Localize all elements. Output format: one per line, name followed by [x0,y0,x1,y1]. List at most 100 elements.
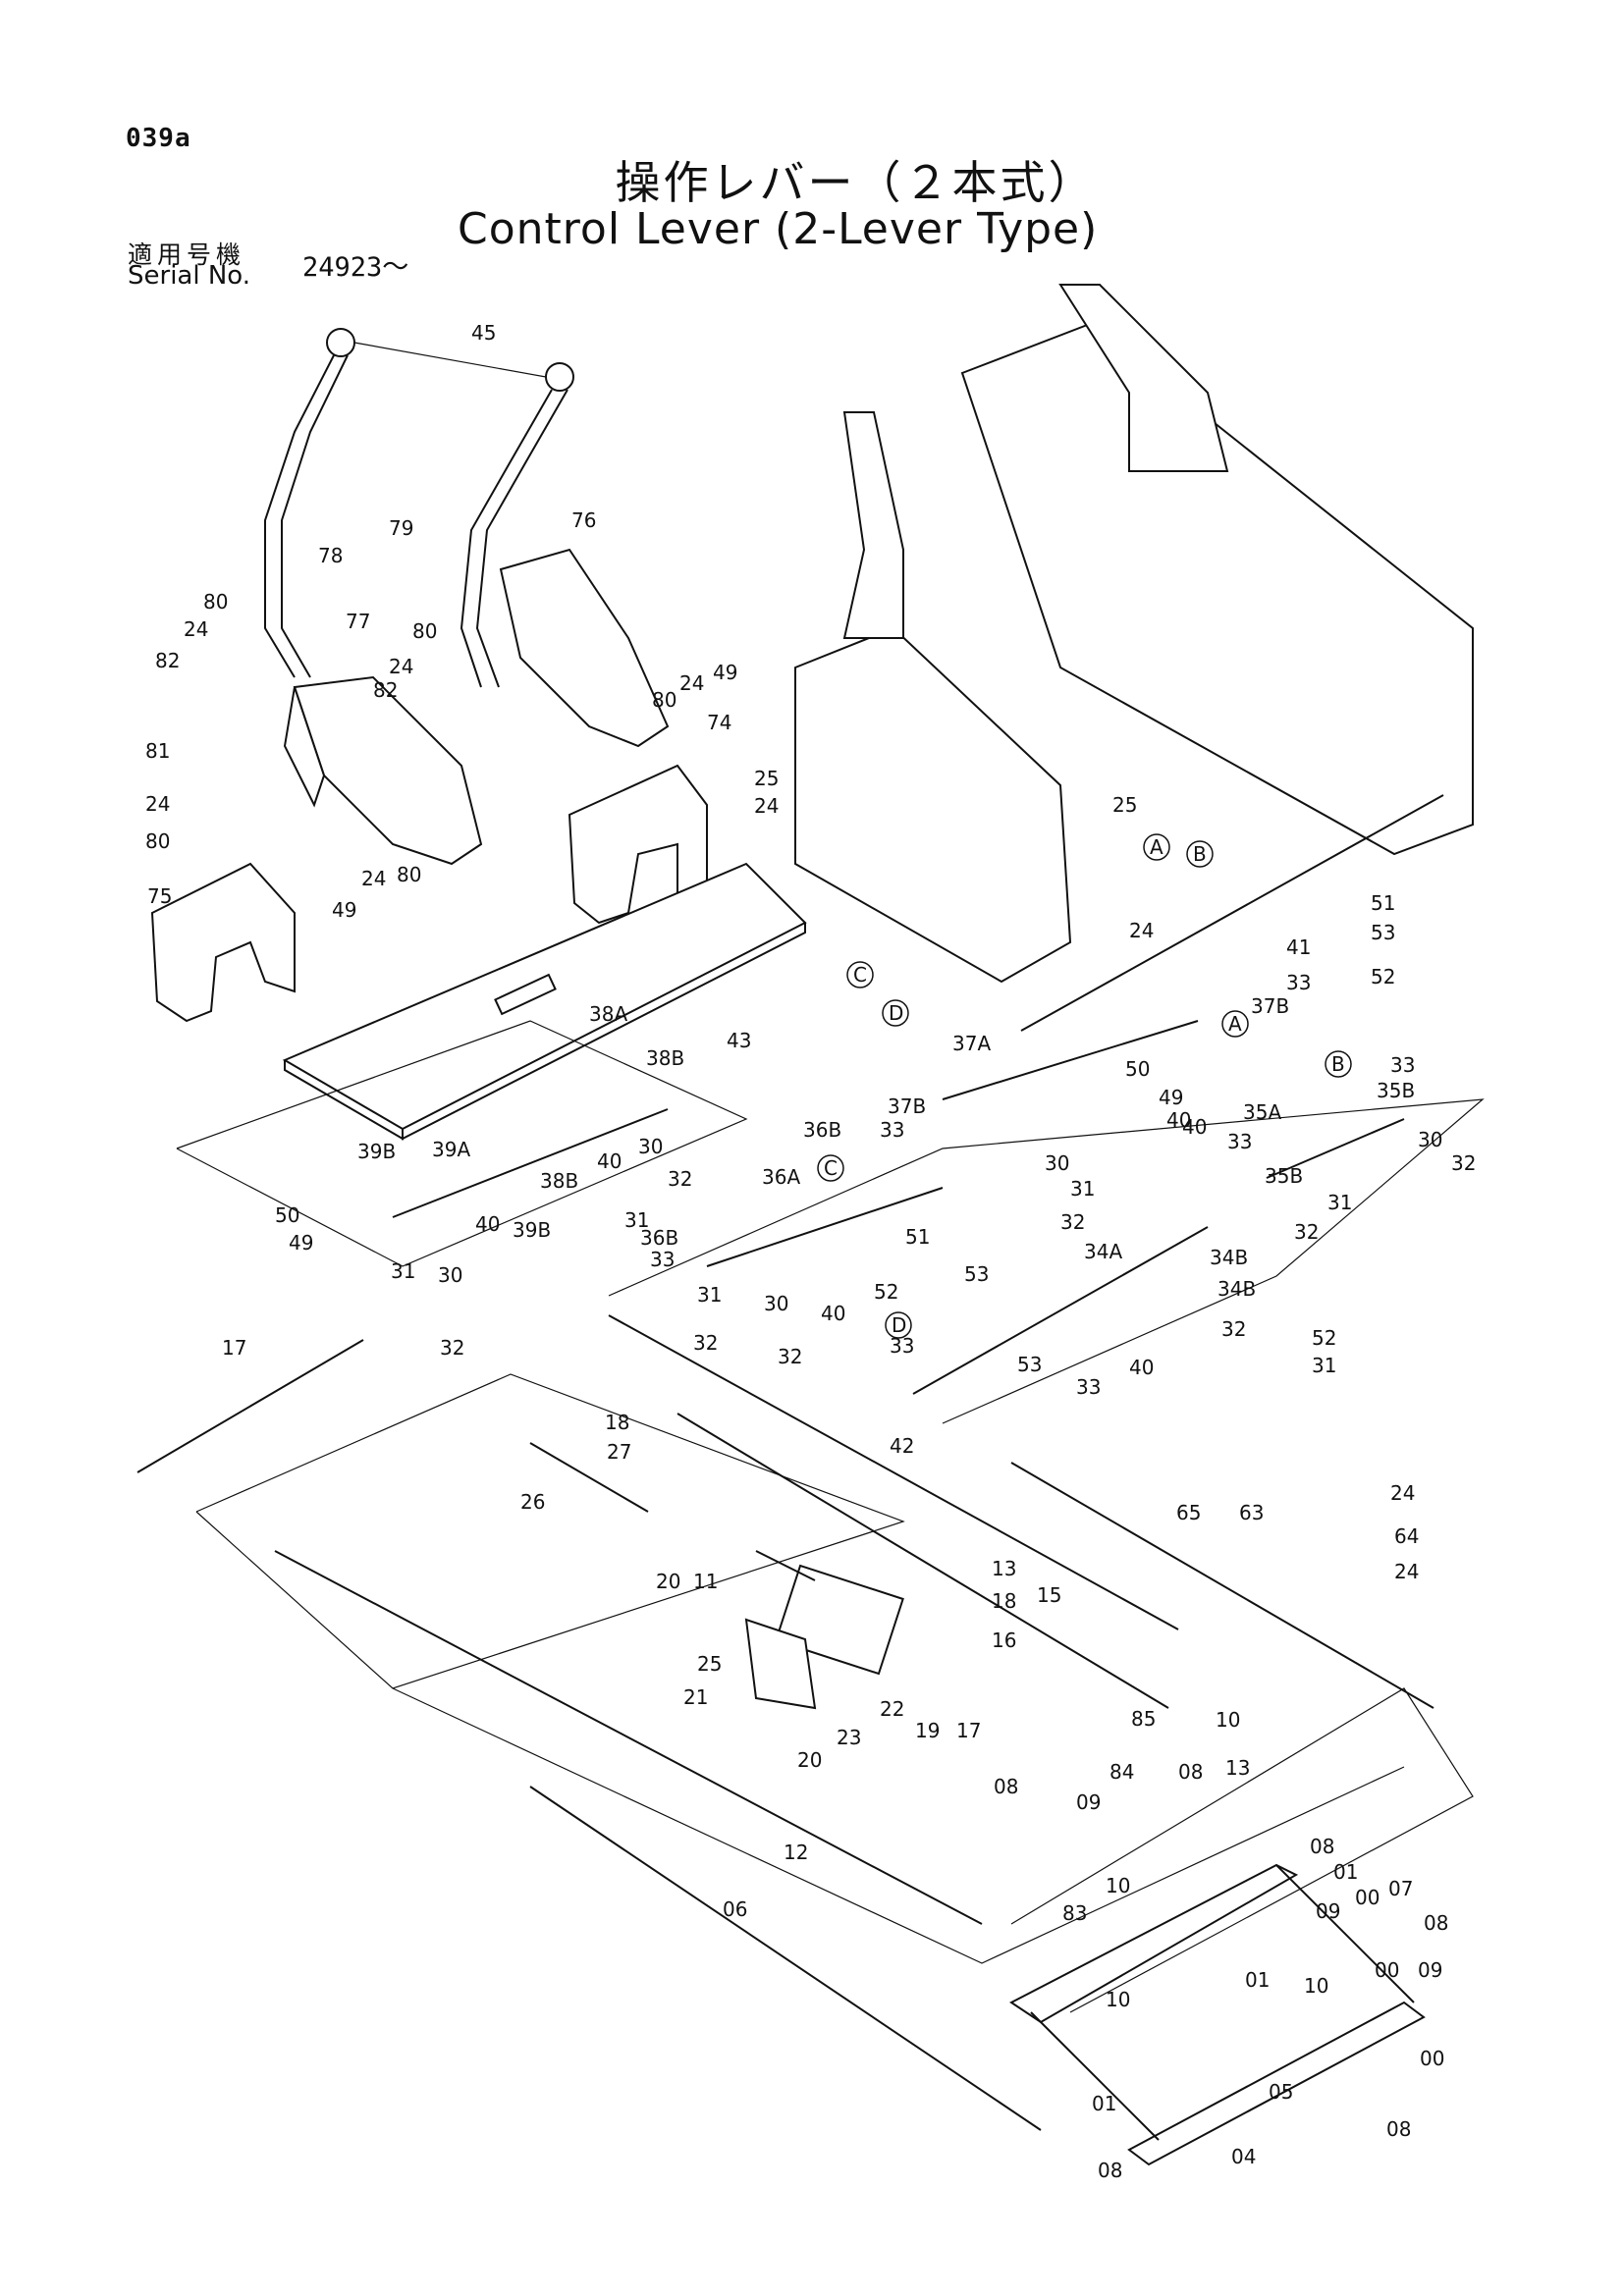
callout: 80 [397,863,421,886]
callout: 15 [1037,1583,1061,1607]
callout: 82 [373,678,398,702]
callout: 74 [707,711,731,734]
callout: 10 [1304,1974,1328,1998]
callout: 10 [1106,1874,1130,1897]
callout: 80 [652,688,676,712]
callout: 35B [1377,1079,1415,1102]
marker-label: B [1331,1052,1345,1076]
marker-label: D [889,1001,903,1025]
callout: 49 [713,661,737,684]
callout: 27 [607,1440,631,1464]
callout: 16 [992,1629,1016,1652]
page-code: 039a [126,124,191,153]
callout: 17 [222,1336,246,1360]
callout: 37B [888,1095,926,1118]
callout: 49 [1159,1086,1183,1109]
callout: 53 [964,1262,989,1286]
callout: 40 [821,1302,845,1325]
callout: 40 [1129,1356,1154,1379]
callout: 13 [992,1557,1016,1580]
callout: 20 [797,1748,822,1772]
callout: 21 [683,1685,708,1709]
callout: 01 [1333,1860,1358,1884]
callout: 80 [145,829,170,853]
callout: 25 [754,767,779,790]
callout: 08 [1098,2159,1122,2182]
callout: 22 [880,1697,904,1721]
serial-label-jp: 適用号機 [128,240,246,269]
callout: 37A [952,1032,991,1055]
callout: 24 [361,867,386,890]
lever-pair [264,328,574,688]
callout: 10 [1216,1708,1240,1732]
callout: 50 [1125,1057,1150,1081]
callout: 00 [1375,1958,1399,1982]
callout: 09 [1316,1899,1340,1923]
callout: 08 [1178,1760,1203,1784]
callout: 32 [1451,1151,1476,1175]
serial-value: 24923～ [302,252,409,283]
callout: 31 [1070,1177,1095,1201]
marker-group: A B C D A C D B [817,833,1352,1339]
callout: 30 [638,1135,663,1158]
page-title-jp: 操作レバー（２本式） [615,156,1097,209]
callout: 32 [1294,1220,1319,1244]
callout: 24 [389,655,413,678]
callout: 30 [438,1263,462,1287]
callout: 81 [145,739,170,763]
callout: 33 [1076,1375,1101,1399]
callout: 04 [1231,2145,1256,2168]
callout: 37B [1251,994,1289,1018]
page-title-en: Control Lever (2-Lever Type) [458,204,1099,254]
callout: 09 [1418,1958,1442,1982]
callout: 00 [1355,1886,1380,1909]
callout: 53 [1371,921,1395,944]
callout: 00 [1420,2047,1444,2070]
pedal-bracket-left [150,862,296,1023]
callout: 33 [1227,1130,1252,1153]
callout: 24 [754,794,779,818]
callout: 52 [1371,965,1395,988]
callout: 32 [1060,1210,1085,1234]
callout: 25 [1112,793,1137,817]
lower-frame [1009,1863,1426,2166]
callout: 38B [646,1046,684,1070]
callout: 49 [332,898,356,922]
callout: 41 [1286,935,1311,959]
callout: 19 [915,1719,940,1742]
callout: 36B [640,1226,678,1250]
callout: 31 [1327,1191,1352,1214]
callout: 84 [1109,1760,1134,1784]
callout: 36A [762,1165,800,1189]
callout: 18 [605,1411,629,1434]
callout: 52 [874,1280,898,1304]
callout: 08 [994,1775,1018,1798]
marker-label: B [1193,842,1207,866]
shafts [136,794,1444,1473]
console-left [794,411,1072,984]
callout: 82 [155,649,180,672]
leader-lines [176,1020,1485,2013]
callout: 40 [1182,1115,1207,1139]
rods [274,1314,1434,2131]
callout: 24 [1390,1481,1415,1505]
callout: 32 [778,1345,802,1368]
pedal-left [283,675,483,866]
marker-label: A [1228,1012,1242,1036]
callout: 52 [1312,1326,1336,1350]
callout: 36B [803,1118,841,1142]
serial-label-en: Serial No. [128,261,250,291]
callout: 31 [624,1208,649,1232]
callout: 63 [1239,1501,1264,1524]
callout: 20 [656,1570,680,1593]
callout-group: 45 78 79 76 80 24 82 77 24 80 82 24 80 4… [145,321,1476,2182]
pedal-bracket-right [568,764,708,925]
callout: 24 [145,792,170,816]
callout: 11 [693,1570,718,1593]
callout: 39B [357,1140,396,1163]
callout: 34B [1217,1277,1256,1301]
marker-label: C [824,1156,838,1180]
callout: 40 [597,1149,622,1173]
callout: 31 [697,1283,722,1307]
